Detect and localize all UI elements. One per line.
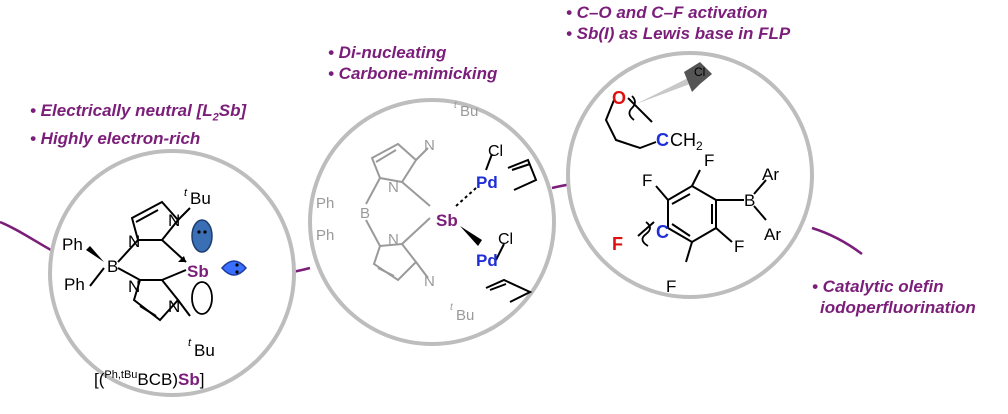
panel4-bullet-catalytic: • Catalytic olefin — [812, 277, 944, 296]
p2-cl-upper: Cl — [488, 143, 503, 160]
oxygen-atom: O — [612, 88, 626, 108]
p2-n-ul: N — [388, 179, 399, 196]
lower-imidazole-ring — [132, 279, 180, 322]
panel2-ligand-gray — [365, 142, 431, 282]
allyl-lower — [485, 278, 533, 303]
lone-pair-lobe-top — [191, 219, 213, 253]
tbu-top: Bu — [190, 189, 211, 208]
panel2-bullet-dinucleating: • Di-nucleating — [328, 43, 447, 62]
panel1-structure — [89, 200, 191, 322]
chlorine-reagent-shape — [684, 62, 712, 92]
p2-tbu-bottom: Bu — [456, 307, 474, 324]
n-atom-upper-left: N — [128, 232, 140, 251]
p3-b-atom: B — [744, 191, 755, 210]
t-prefix-top: t — [184, 187, 188, 199]
n-atom-lower-left: N — [128, 277, 140, 296]
panel1-bullets: • Electrically neutral [L2Sb] • Highly e… — [30, 100, 246, 149]
b-atom: B — [107, 257, 118, 276]
p2-n-ll: N — [388, 231, 399, 248]
panel3-bullet-activation: • C–O and C–F activation — [566, 3, 768, 22]
ether-chain — [604, 99, 657, 150]
upper-imidazole-ring — [130, 200, 180, 241]
wavy-bond-cf — [641, 221, 651, 247]
allyl-upper — [507, 158, 538, 191]
wavy-bond-co — [628, 95, 636, 121]
n-atom-top: N — [168, 211, 180, 230]
panel2-bullets: • Di-nucleating • Carbone-mimicking — [328, 42, 497, 84]
lone-pair-lobe-right — [221, 260, 247, 276]
fluorine-4: F — [666, 277, 676, 296]
panel4-bullet-iodo: iodoperfluorination — [820, 298, 976, 317]
panel1-bullet-neutral: • Electrically neutral [L2Sb] — [30, 101, 247, 124]
aryl-lower: Ar — [764, 225, 781, 244]
fluorine-3: F — [734, 237, 744, 256]
p3-cl-atom: Cl — [694, 65, 705, 79]
panel1-circle — [48, 149, 296, 397]
p2-pd-upper: Pd — [476, 173, 498, 192]
t-prefix-bottom: t — [188, 337, 192, 349]
p2-ph-lower: Ph — [316, 227, 334, 244]
aryl-upper: Ar — [762, 165, 779, 184]
dashed-wedge — [636, 78, 690, 104]
p2-cl-lower: Cl — [498, 231, 513, 248]
structure-caption: [(Ph,tBuBCB)Sb] — [94, 369, 205, 389]
b-ph-wedge — [86, 246, 104, 262]
p2-n-bottom: N — [424, 273, 435, 290]
fluorine-2: F — [704, 151, 714, 170]
fluorine-1: F — [642, 171, 652, 190]
p2-tbu-top: Bu — [460, 103, 478, 120]
p2-t-top: t — [454, 100, 458, 111]
panel1-bullet-electron-rich: • Highly electron-rich — [30, 129, 201, 149]
empty-orbital-lobe — [191, 281, 213, 315]
panel3-bullets: • C–O and C–F activation • Sb(I) as Lewi… — [566, 2, 790, 44]
ph-lower: Ph — [64, 275, 85, 294]
sb-atom: Sb — [187, 262, 209, 281]
p2-b-atom: B — [360, 205, 370, 222]
panel4-bullets: • Catalytic olefin iodoperfluorination — [812, 276, 976, 318]
n-atom-bottom: N — [168, 297, 180, 316]
carbon-atom-ether: C — [656, 130, 669, 150]
fluorine-red: F — [612, 234, 623, 254]
p2-n-top: N — [424, 137, 435, 154]
ch2-label: CH2 — [670, 130, 703, 153]
p2-pd-lower: Pd — [476, 251, 498, 270]
ph-upper: Ph — [62, 235, 83, 254]
panel2-bullet-carbone: • Carbone-mimicking — [328, 64, 498, 83]
connector-curve-4 — [811, 226, 863, 256]
carbon-atom-aryl: C — [656, 222, 669, 242]
tbu-bottom: Bu — [194, 341, 215, 360]
p2-ph-upper: Ph — [316, 195, 334, 212]
p2-t-bottom: t — [450, 302, 454, 313]
panel3-bullet-flp: • Sb(I) as Lewis base in FLP — [566, 24, 791, 43]
p2-sb-atom: Sb — [436, 211, 458, 230]
panel2-circle — [308, 98, 556, 346]
